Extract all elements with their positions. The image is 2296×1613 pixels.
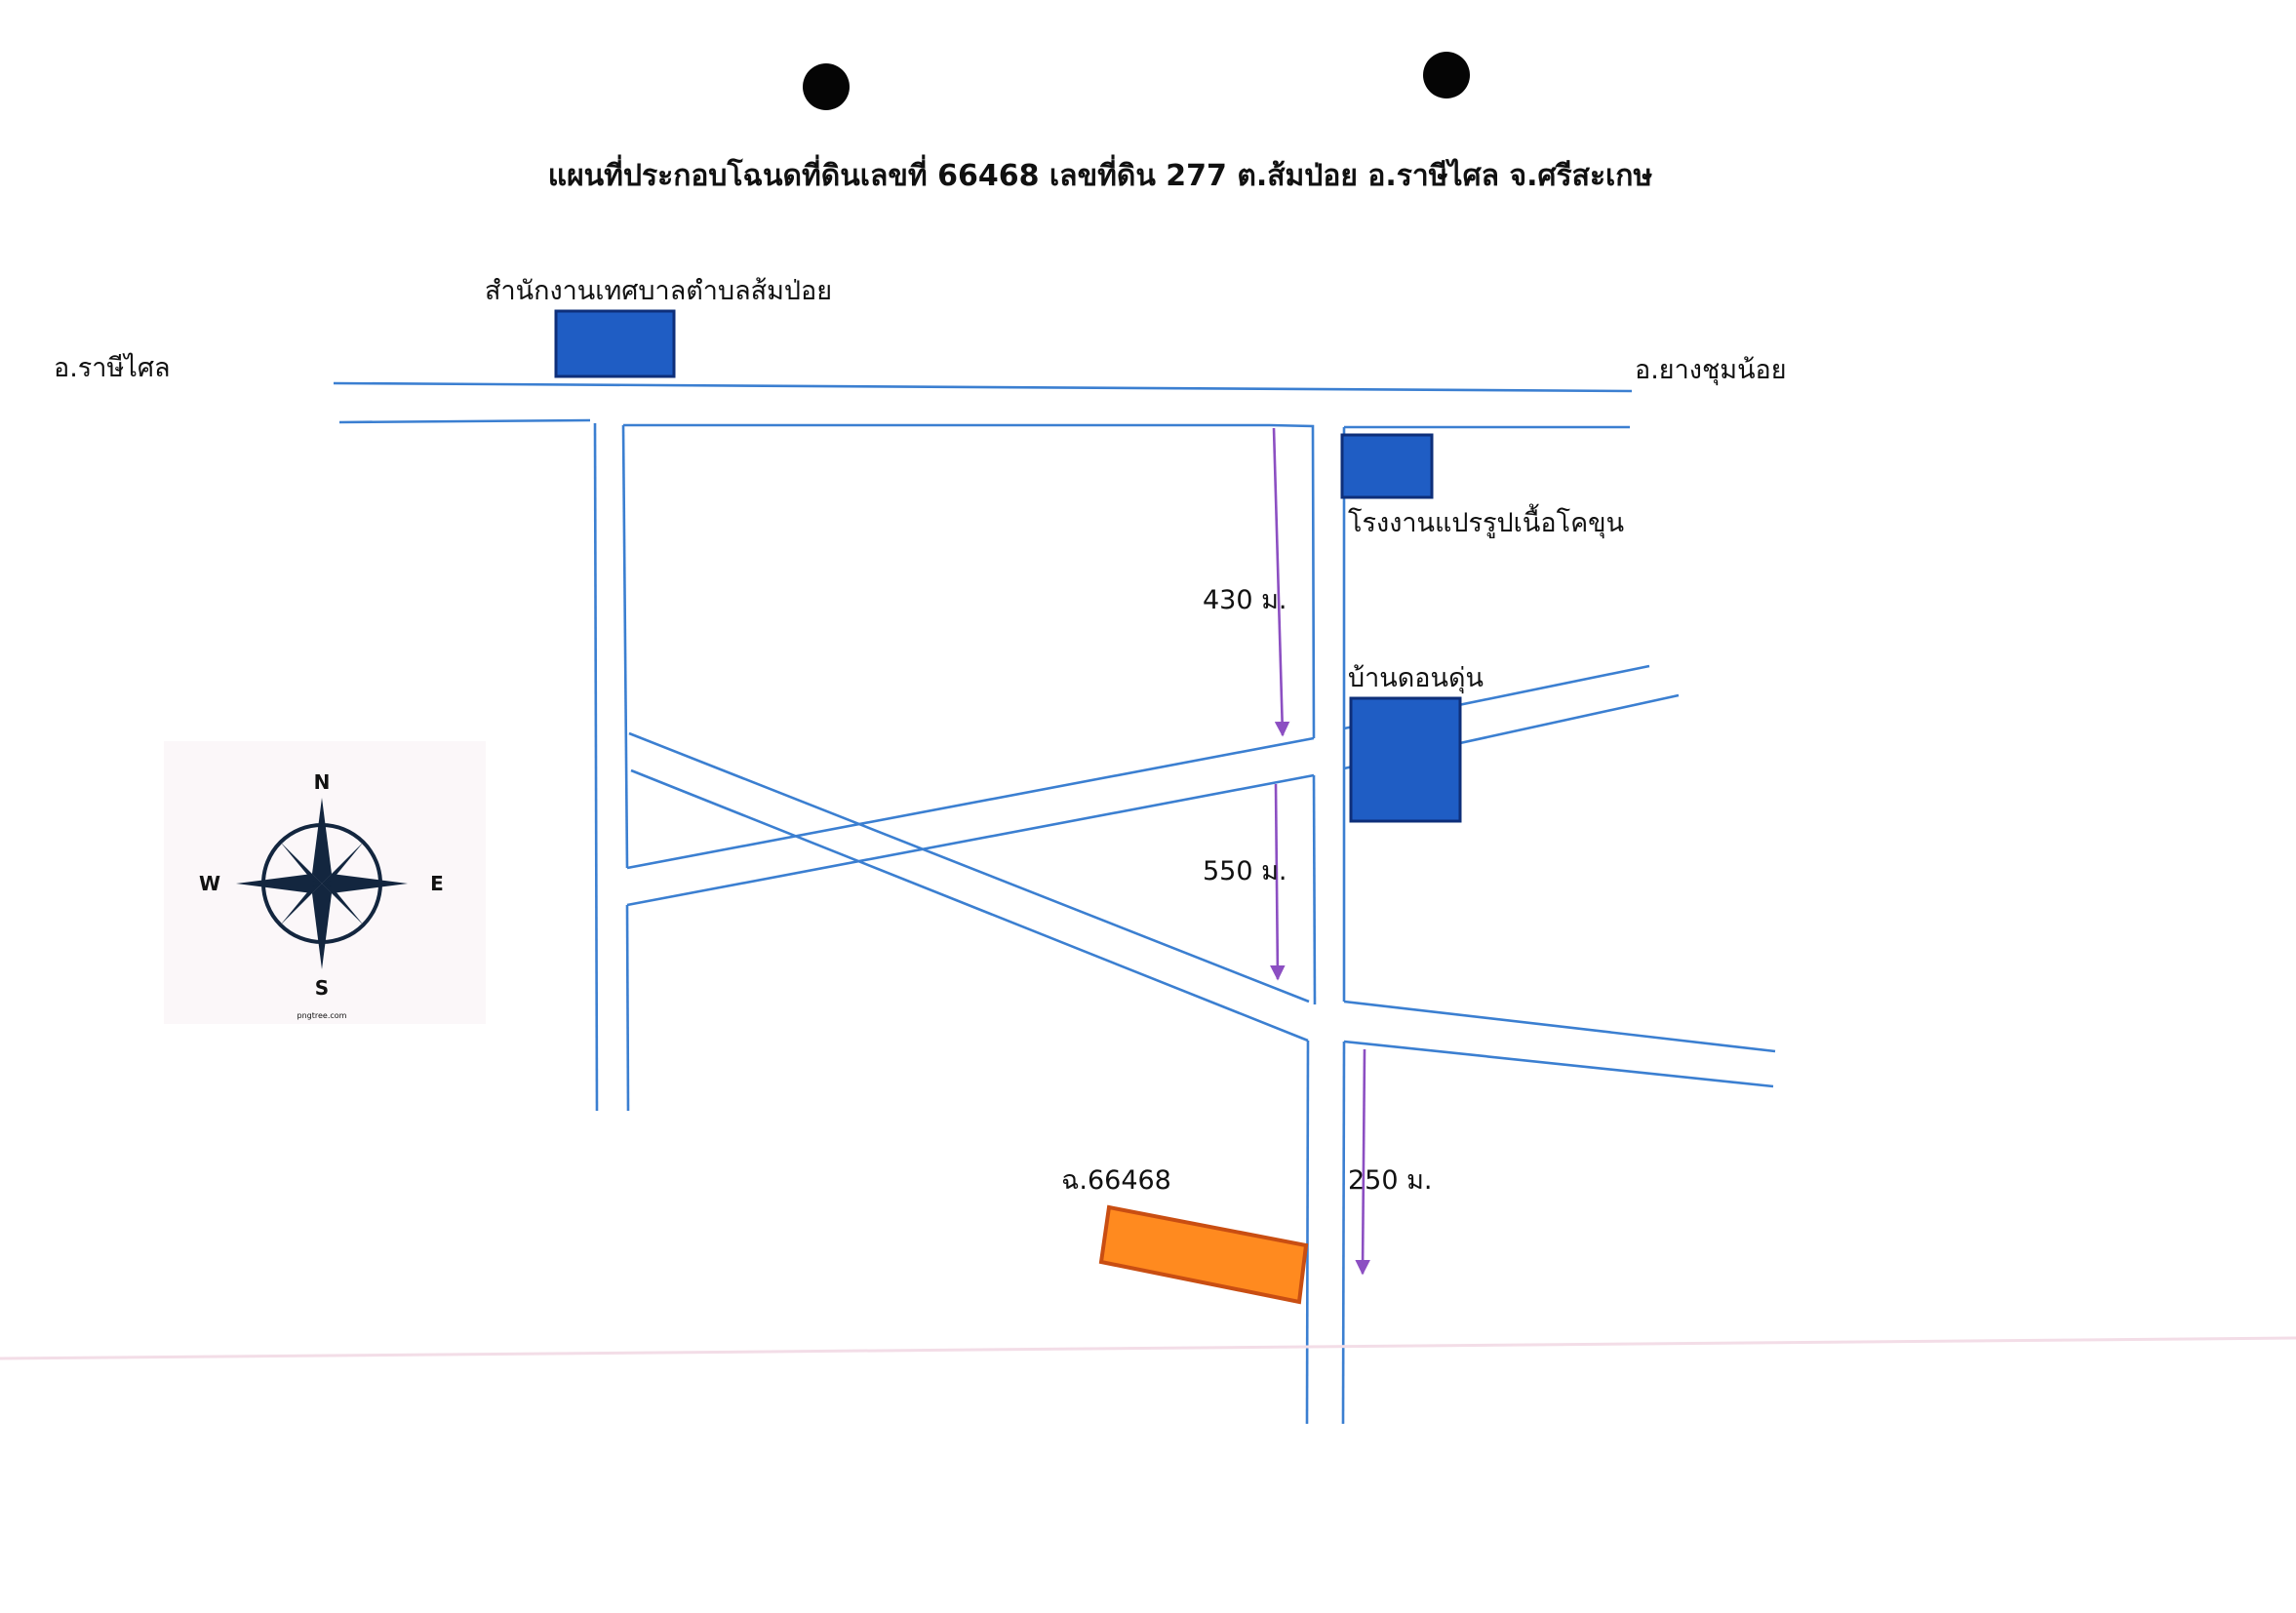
compass-needle-south [312,884,332,969]
village-label: บ้านดอนดุ่น [1348,663,1484,694]
compass-credit: pngtree.com [297,1011,347,1020]
compass-needle-nw [280,842,322,884]
distance-label-1: 430 ม. [1203,585,1287,615]
road-network [333,381,1776,1425]
compass-east-label: E [430,872,444,895]
diagonal-road-south-edge [630,768,1309,1043]
southeast-road-south-edge [1343,1040,1774,1088]
scan-fold-line [0,1336,2296,1360]
compass-needle-ne [322,842,364,884]
parcel-label: ฉ.66468 [1061,1165,1171,1196]
distance-arrow-1 [1272,427,1290,737]
compass-south-label: S [315,976,329,1000]
distance-arrow-2 [1270,783,1286,981]
municipal-office-label: สำนักงานเทศบาลตำบลส้มป่อย [485,276,832,306]
land-parcel [1098,1204,1309,1305]
west-road-east-edge-south [625,904,630,1112]
distance-label-2: 550 ม. [1203,856,1287,886]
west-road-east-edge-north [621,424,629,869]
south-road-east-edge [1341,1041,1346,1425]
factory-building [1340,433,1434,499]
punch-hole-right [1423,52,1470,98]
compass-west-label: W [199,872,220,895]
main-road-north-edge [333,381,1633,393]
east-west-road-north-edge [626,736,1315,870]
municipal-office-building [554,309,676,378]
diagonal-road-north-edge [628,731,1310,1003]
compass-needle-north [312,798,332,884]
middle-road-west-edge [1269,423,1316,739]
west-road-west-edge [593,422,599,1112]
distance-label-3: 250 ม. [1348,1165,1433,1196]
compass-needle-west [236,874,322,893]
main-road-south-edge-west [338,418,591,424]
compass-needle-se [322,884,364,925]
factory-label: โรงงานแปรรูปเนื้อโคขุน [1348,503,1624,539]
middle-road-west-edge-south [1312,774,1317,1005]
east-west-road-south-edge [626,773,1315,907]
distance-arrow-3 [1355,1048,1370,1276]
compass-rose: N S E W pngtree.com [164,741,486,1024]
east-district-label: อ.ยางชุมน้อย [1635,355,1787,386]
map-title: แผนที่ประกอบโฉนดที่ดินเลขที่ 66468 เลขที… [548,154,1653,193]
south-road-west-edge [1305,1040,1310,1425]
compass-needle-sw [280,884,322,925]
punch-hole-left [803,63,850,110]
compass-north-label: N [314,770,331,794]
west-district-label: อ.ราษีไศล [54,353,171,383]
southeast-road-north-edge [1343,1000,1776,1053]
village-building [1349,696,1462,823]
compass-needle-east [322,874,408,893]
